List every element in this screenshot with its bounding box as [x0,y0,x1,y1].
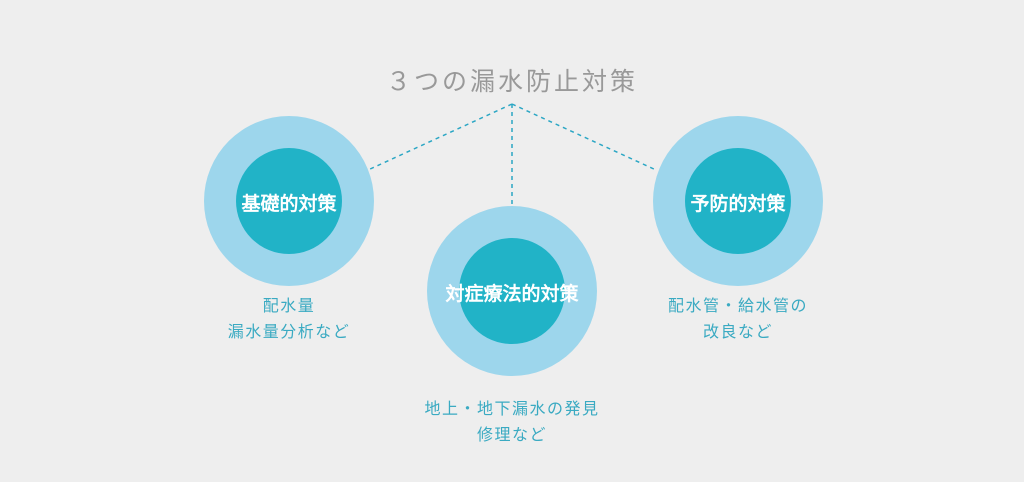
measure-preventive-caption: 配水管・給水管の 改良など [628,293,848,345]
measure-preventive-caption-line-2: 改良など [702,322,773,341]
diagram-title: ３つの漏水防止対策 [385,67,638,96]
measure-symptomatic-inner-circle [459,238,565,344]
measure-basic-caption: 配水量 漏水量分析など [189,293,389,345]
measure-symptomatic-caption-line-2: 修理など [476,425,547,444]
measure-preventive-label: 予防的対策 [690,193,786,215]
connector-line-left [367,103,513,171]
connector-line-right [511,103,657,171]
measure-symptomatic-caption: 地上・地下漏水の発見 修理など [392,396,632,448]
measure-basic-caption-line-1: 配水量 [262,296,316,315]
measure-symptomatic-label: 対症療法的対策 [445,283,579,305]
measure-preventive-inner-circle [685,148,791,254]
measure-basic-inner-circle [236,148,342,254]
measure-symptomatic-caption-line-1: 地上・地下漏水の発見 [424,399,600,418]
measure-basic-label: 基礎的対策 [241,193,337,215]
measure-basic-caption-line-2: 漏水量分析など [227,322,351,341]
measure-preventive-caption-line-1: 配水管・給水管の [667,296,808,315]
